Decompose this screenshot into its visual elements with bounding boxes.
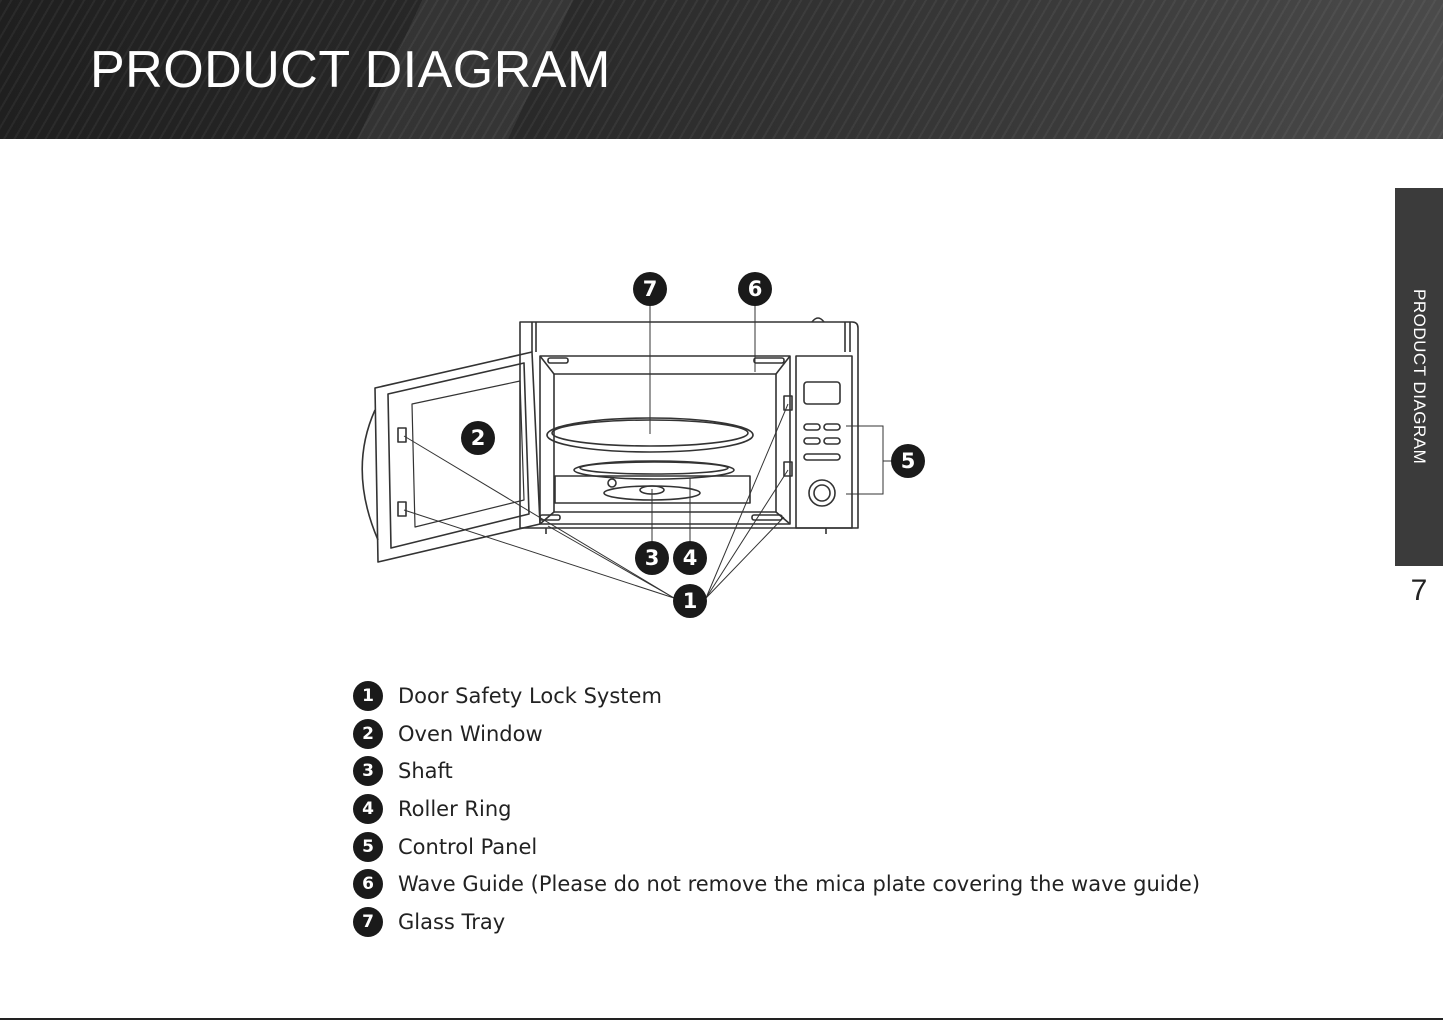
legend-item: 2 Oven Window <box>353 715 1200 753</box>
legend-label: Control Panel <box>398 835 537 859</box>
callout-6: 6 <box>738 272 772 306</box>
callout-2: 2 <box>461 421 495 455</box>
callout-4: 4 <box>673 541 707 575</box>
legend-number-badge: 4 <box>353 794 383 824</box>
legend-label: Oven Window <box>398 722 543 746</box>
legend-number-badge: 6 <box>353 869 383 899</box>
oven-cavity <box>540 356 790 524</box>
callout-7-number: 7 <box>643 277 658 301</box>
legend-item: 5 Control Panel <box>353 828 1200 866</box>
control-knob <box>809 480 835 506</box>
microwave-diagram: 7 6 2 5 3 4 1 <box>340 260 960 640</box>
legend-number-badge: 7 <box>353 907 383 937</box>
legend-label: Door Safety Lock System <box>398 684 662 708</box>
legend-item: 1 Door Safety Lock System <box>353 677 1200 715</box>
legend-number-badge: 1 <box>353 681 383 711</box>
legend-number-badge: 2 <box>353 719 383 749</box>
legend-label: Wave Guide (Please do not remove the mic… <box>398 872 1200 896</box>
display-screen <box>804 382 840 404</box>
legend-label: Shaft <box>398 759 453 783</box>
oven-door <box>375 352 540 562</box>
callout-6-number: 6 <box>748 277 763 301</box>
legend-item: 3 Shaft <box>353 752 1200 790</box>
legend-number-badge: 3 <box>353 756 383 786</box>
callout-3-number: 3 <box>645 546 660 570</box>
callout-7: 7 <box>633 272 667 306</box>
legend-number-badge: 5 <box>353 832 383 862</box>
legend-item: 7 Glass Tray <box>353 903 1200 941</box>
page-number: 7 <box>1402 574 1436 608</box>
callout-3: 3 <box>635 541 669 575</box>
page-header: PRODUCT DIAGRAM <box>0 0 1443 139</box>
callout-4-number: 4 <box>683 546 698 570</box>
bottom-rule <box>0 1018 1443 1020</box>
legend-item: 6 Wave Guide (Please do not remove the m… <box>353 865 1200 903</box>
legend-label: Roller Ring <box>398 797 511 821</box>
callout-1: 1 <box>673 584 707 618</box>
callout-5: 5 <box>891 444 925 478</box>
callout-5-number: 5 <box>901 449 916 473</box>
section-side-tab: PRODUCT DIAGRAM <box>1395 188 1443 566</box>
legend-label: Glass Tray <box>398 910 505 934</box>
parts-legend: 1 Door Safety Lock System 2 Oven Window … <box>353 677 1200 941</box>
callout-1-number: 1 <box>683 589 698 613</box>
legend-item: 4 Roller Ring <box>353 790 1200 828</box>
callout-2-number: 2 <box>471 426 486 450</box>
side-tab-label: PRODUCT DIAGRAM <box>1395 188 1443 566</box>
page-title: PRODUCT DIAGRAM <box>90 40 611 100</box>
